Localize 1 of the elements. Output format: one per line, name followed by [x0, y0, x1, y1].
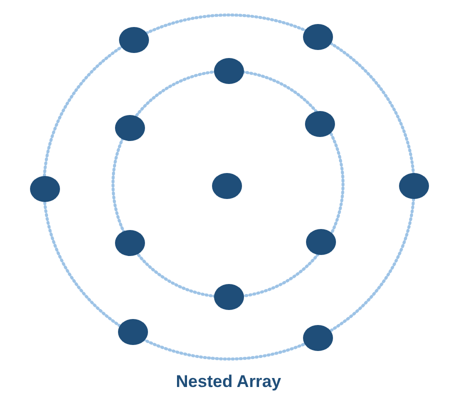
caption: Nested Array [174, 372, 282, 392]
